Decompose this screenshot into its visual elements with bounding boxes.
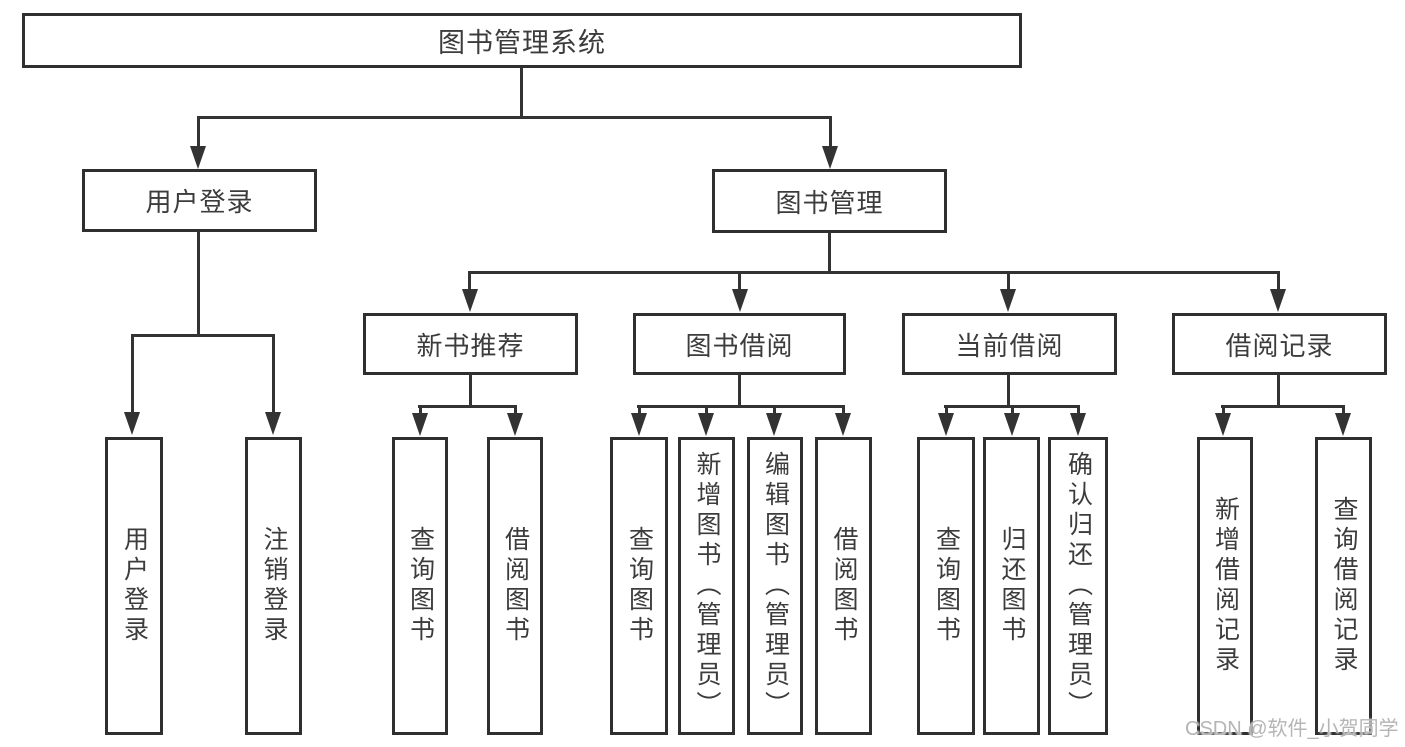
node-records-query-leaf-label: 查询借阅记录	[1330, 496, 1358, 676]
node-current-query-leaf-label: 查询图书	[932, 526, 961, 646]
node-borrow-edit-leaf: 编辑图书（管理员）	[747, 437, 803, 735]
arrow-down-icon	[1070, 413, 1086, 436]
node-borrow-query-leaf: 查询图书	[610, 437, 668, 735]
arrow-down-icon	[190, 146, 206, 169]
connector-leaf-drop	[945, 405, 948, 415]
arrow-down-icon	[835, 413, 851, 436]
connector-user-child2-drop	[272, 334, 275, 413]
node-current-return-leaf-label: 归还图书	[998, 526, 1026, 646]
arrow-down-icon	[265, 412, 281, 435]
connector-borrow-rail	[637, 405, 845, 408]
node-book-management: 图书管理	[712, 169, 947, 233]
node-borrow-add-leaf: 新增图书（管理员）	[678, 437, 735, 735]
node-new-book-recommend-label: 新书推荐	[416, 330, 525, 361]
node-records-query-leaf: 查询借阅记录	[1315, 437, 1372, 735]
node-user-login-label: 用户登录	[145, 187, 254, 217]
connector-user-child1-drop	[131, 334, 134, 413]
node-borrow-borrow-leaf-label: 借阅图书	[830, 526, 858, 646]
connector-records-rail	[1221, 405, 1345, 408]
node-library-system: 图书管理系统	[22, 13, 1022, 68]
connector-current-drop	[1007, 271, 1010, 293]
arrow-down-icon	[631, 413, 647, 436]
connector-user-drop	[197, 116, 200, 148]
connector-current-stem	[1007, 374, 1010, 408]
arrow-down-icon	[462, 289, 478, 312]
arrow-down-icon	[1215, 413, 1231, 436]
node-recommend-borrow-leaf: 借阅图书	[487, 437, 543, 735]
connector-mgmt-stem	[828, 232, 831, 274]
arrow-down-icon	[822, 146, 838, 169]
watermark: CSDN @软件_小贺同学	[1185, 718, 1399, 740]
node-current-confirm-leaf-label: 确认归还（管理员）	[1064, 451, 1093, 721]
connector-level2-rail	[197, 116, 832, 119]
node-current-borrow-label: 当前借阅	[955, 330, 1064, 361]
connector-leaf-drop	[842, 405, 845, 415]
node-current-return-leaf: 归还图书	[983, 437, 1040, 735]
connector-recommend-rail	[418, 405, 517, 408]
connector-user-stem	[197, 231, 200, 336]
arrow-down-icon	[698, 413, 714, 436]
node-records-add-leaf-label: 新增借阅记录	[1211, 496, 1240, 676]
connector-borrow-drop	[738, 271, 741, 293]
node-borrow-records: 借阅记录	[1172, 313, 1387, 375]
connector-leaf-drop	[419, 405, 422, 415]
node-borrow-records-label: 借阅记录	[1225, 330, 1334, 361]
connector-root-stem	[520, 68, 523, 118]
arrow-down-icon	[766, 413, 782, 436]
node-library-system-label: 图书管理系统	[438, 28, 606, 58]
node-current-confirm-leaf: 确认归还（管理员）	[1048, 437, 1108, 735]
node-new-book-recommend: 新书推荐	[363, 313, 578, 375]
connector-mgmt-drop	[829, 116, 832, 148]
arrow-down-icon	[507, 413, 523, 436]
node-book-borrow: 图书借阅	[633, 313, 846, 375]
node-recommend-query-leaf-label: 查询图书	[406, 526, 435, 646]
connector-borrow-stem	[738, 374, 741, 408]
connector-leaf-drop	[1011, 405, 1014, 415]
connector-leaf-drop	[1222, 405, 1225, 415]
arrow-down-icon	[732, 289, 748, 312]
connector-leaf-drop	[773, 405, 776, 415]
node-recommend-query-leaf: 查询图书	[392, 437, 448, 735]
connector-records-drop	[1277, 271, 1280, 293]
connector-leaf-drop	[638, 405, 641, 415]
node-borrow-add-leaf-label: 新增图书（管理员）	[693, 451, 721, 721]
node-user-login-leaf: 用户登录	[105, 437, 163, 735]
connector-leaf-drop	[1342, 405, 1345, 415]
node-current-query-leaf: 查询图书	[917, 437, 975, 735]
node-logout-leaf-label: 注销登录	[260, 526, 288, 646]
node-book-management-label: 图书管理	[775, 187, 884, 218]
connector-recommend-stem	[469, 374, 472, 408]
node-borrow-query-leaf-label: 查询图书	[625, 526, 654, 646]
node-logout-leaf: 注销登录	[245, 437, 302, 735]
node-user-login-leaf-label: 用户登录	[120, 526, 149, 646]
connector-records-stem	[1277, 374, 1280, 408]
node-records-add-leaf: 新增借阅记录	[1197, 437, 1253, 735]
connector-leaf-drop	[705, 405, 708, 415]
arrow-down-icon	[124, 412, 140, 435]
arrow-down-icon	[412, 413, 428, 436]
connector-leaf-drop	[514, 405, 517, 415]
node-current-borrow: 当前借阅	[902, 313, 1117, 375]
arrow-down-icon	[1000, 289, 1016, 312]
connector-leaf-drop	[1077, 405, 1080, 415]
arrow-down-icon	[1004, 413, 1020, 436]
node-recommend-borrow-leaf-label: 借阅图书	[501, 526, 530, 646]
arrow-down-icon	[1335, 413, 1351, 436]
connector-recommend-drop	[468, 271, 471, 293]
node-book-borrow-label: 图书借阅	[685, 330, 794, 361]
node-user-login: 用户登录	[82, 169, 317, 232]
connector-level3-rail	[468, 271, 1280, 274]
node-borrow-borrow-leaf: 借阅图书	[815, 437, 872, 735]
connector-user-rail	[131, 334, 275, 337]
arrow-down-icon	[1270, 289, 1286, 312]
node-borrow-edit-leaf-label: 编辑图书（管理员）	[761, 451, 790, 721]
arrow-down-icon	[938, 413, 954, 436]
